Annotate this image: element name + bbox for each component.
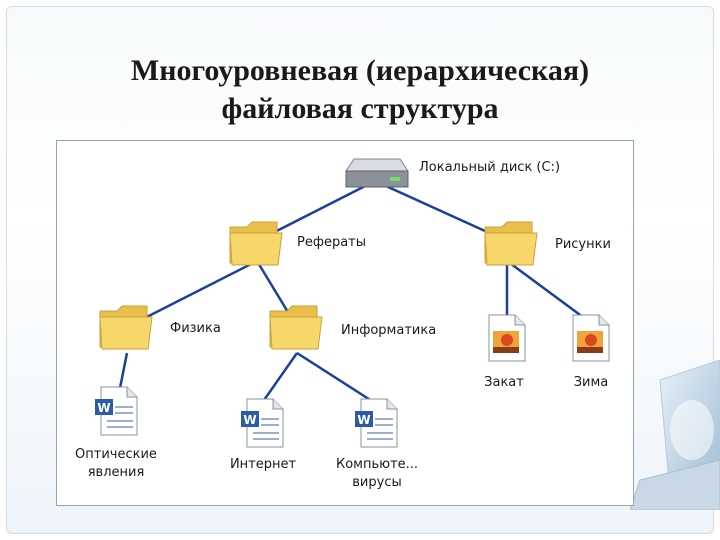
file-label-opticheskie-2: явления [87, 465, 145, 480]
title-line-2: файловая структура [221, 92, 499, 125]
hard-drive-icon[interactable] [342, 153, 412, 193]
slide-title: Многоуровневая (иерархическая) файловая … [40, 52, 680, 128]
folder-label-informatika: Информатика [341, 323, 437, 338]
folder-icon[interactable] [97, 301, 155, 353]
image-file-icon[interactable] [569, 313, 613, 363]
folder-label-fizika: Физика [170, 321, 221, 336]
file-label-zima: Зима [573, 375, 609, 390]
file-label-kompyute-2: вирусы [352, 475, 402, 490]
file-label-zakat: Закат [484, 375, 524, 390]
word-document-icon[interactable]: W [239, 397, 285, 449]
file-label-internet: Интернет [229, 457, 297, 472]
folder-label-referaty: Рефераты [297, 235, 367, 250]
folder-icon[interactable] [267, 301, 325, 353]
svg-text:W: W [357, 413, 370, 427]
folder-icon[interactable] [227, 217, 285, 269]
file-tree-panel: Локальный диск (C:) Рефераты Рисунки Физ… [56, 140, 634, 506]
svg-text:W: W [243, 413, 256, 427]
root-drive-label: Локальный диск (C:) [419, 160, 561, 175]
folder-icon[interactable] [482, 217, 540, 269]
word-document-icon[interactable]: W [93, 385, 139, 437]
svg-text:W: W [97, 401, 110, 415]
laptop-decoration-icon [630, 360, 720, 510]
folder-label-risunki: Рисунки [555, 237, 611, 252]
title-line-1: Многоуровневая (иерархическая) [130, 54, 590, 87]
file-label-opticheskie-1: Оптические [75, 447, 157, 462]
file-label-kompyute-1: Компьюте... [335, 457, 419, 472]
word-document-icon[interactable]: W [353, 397, 399, 449]
image-file-icon[interactable] [485, 313, 529, 363]
